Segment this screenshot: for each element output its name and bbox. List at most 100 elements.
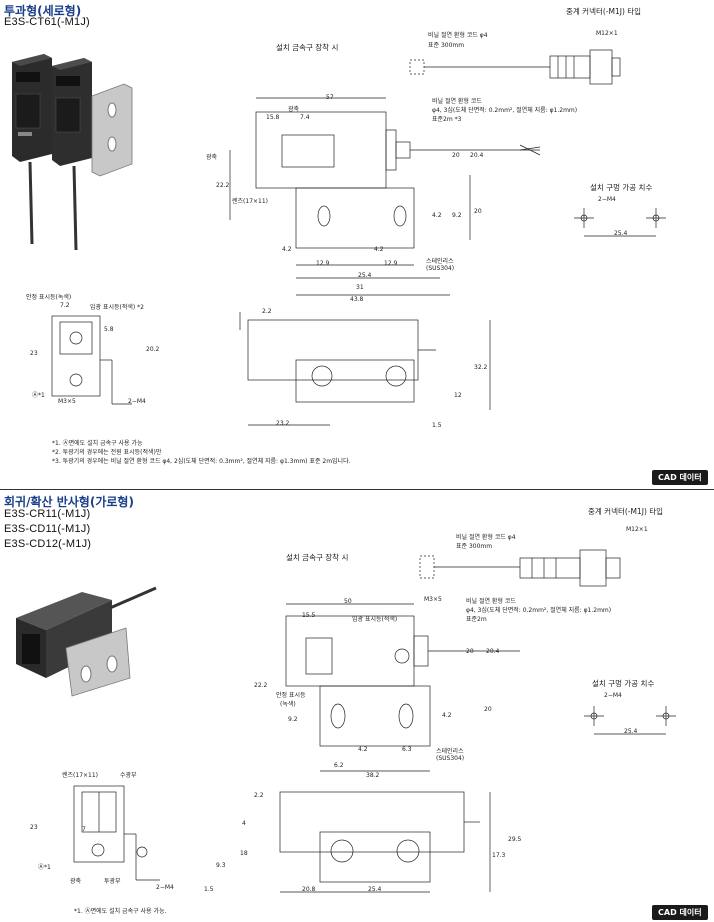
s1-front-view xyxy=(51,315,132,405)
s1-optical-axis2: 광축 xyxy=(206,154,218,161)
s1-mount-hole-title: 설치 구멍 가공 치수 xyxy=(590,183,653,192)
s1-dim: 20 xyxy=(452,152,460,159)
s1-dim: 32.2 xyxy=(474,364,488,371)
s2-cord-spec: φ4, 3심(도체 단면적: 0.2mm², 절연체 지름: φ1.2mm) xyxy=(466,607,612,614)
s2-dim: 6.3 xyxy=(402,746,412,753)
s1-note-3: *3. 투광기의 경우에는 비닐 절연 환형 코드 φ4, 2심(도체 단면적:… xyxy=(52,458,351,465)
s1-stability-ind: 안정 표시등(녹색) xyxy=(26,294,72,301)
s2-connector-drawing xyxy=(419,549,621,587)
s2-dim: 20 xyxy=(466,648,474,655)
s2-stainless: 스테인리스 xyxy=(436,748,464,755)
s1-cad-button[interactable]: CAD 데이터 xyxy=(652,470,708,485)
s2-dim: 22.2 xyxy=(254,682,268,689)
s1-cable-std: 표준 300mm xyxy=(428,42,465,49)
s2-dim: 25.4 xyxy=(368,886,382,893)
s2-dim: 50 xyxy=(344,598,352,605)
s2-stability-ind: 안정 표시등 xyxy=(276,692,306,699)
s2-hole-m4: 2−M4 xyxy=(604,692,622,699)
s2-dim: 7 xyxy=(82,826,86,833)
s2-dim: 6.2 xyxy=(334,762,344,769)
s2-dim: 4 xyxy=(242,820,246,827)
section1-title: 투과형(세로형) xyxy=(4,4,82,18)
section-divider xyxy=(0,489,714,490)
s2-m12: M12×1 xyxy=(626,526,648,533)
s2-mount-hole-drawing xyxy=(584,706,676,735)
s1-bracket-title: 설치 금속구 장착 시 xyxy=(276,43,339,52)
s2-dim: 2.2 xyxy=(254,792,264,799)
s2-dim: 17.3 xyxy=(492,852,506,859)
s2-sus: (SUS304) xyxy=(436,755,465,762)
s1-cord-spec: φ4, 3심(도체 단면적: 0.2mm², 절연체 지름: φ1.2mm) xyxy=(432,107,578,114)
s1-mount-hole-drawing xyxy=(574,208,666,237)
s2-front-view xyxy=(73,785,160,881)
s2-connector-title: 중계 커넥터(-M1J) 타입 xyxy=(588,507,664,516)
s1-m12: M12×1 xyxy=(596,30,618,37)
s2-cord-desc: 비닐 절연 환형 코드 xyxy=(466,598,516,605)
s1-hole-dim: 25.4 xyxy=(614,230,628,237)
s2-emitter: 투광부 xyxy=(104,878,121,885)
s1-m4: 2−M4 xyxy=(128,398,146,405)
s1-note-1: *1. Ⓐ면에도 설치 금속구 사용 가능 xyxy=(52,440,143,447)
section2-model-1: E3S-CR11(-M1J) xyxy=(4,508,91,520)
s1-optical-axis: 광축 xyxy=(288,106,300,113)
s1-stainless: 스테인리스 xyxy=(426,258,454,265)
s2-dim: 18 xyxy=(240,850,248,857)
s2-hole-dim: 25.4 xyxy=(624,728,638,735)
s2-dim: 20 xyxy=(484,706,492,713)
s2-dim: 20.4 xyxy=(486,648,500,655)
section2-model-3: E3S-CD12(-M1J) xyxy=(4,538,92,550)
s1-incident-ind: 입광 표시등(적색) *2 xyxy=(90,304,144,311)
s1-bracket-drawing xyxy=(229,97,541,426)
s1-lens: 렌즈(17×11) xyxy=(232,198,269,205)
s2-dim: 20.8 xyxy=(302,886,316,893)
s2-cad-button[interactable]: CAD 데이터 xyxy=(652,905,708,920)
s2-note-1: *1. Ⓐ면에도 설치 금속구 사용 가능. xyxy=(74,908,167,915)
s2-lens: 렌즈(17×11) xyxy=(62,772,99,779)
s2-bracket-drawing xyxy=(279,603,520,893)
s1-dim: 57 xyxy=(326,94,334,101)
s2-mount-hole-title: 설치 구멍 가공 치수 xyxy=(592,679,655,688)
s1-note-2: *2. 투광기의 경우에는 전원 표시등(적색)만 xyxy=(52,449,162,456)
s1-dim: 12.9 xyxy=(384,260,398,267)
s1-product-photo xyxy=(12,54,133,251)
s2-stability-color: (녹색) xyxy=(280,701,296,708)
s2-a1: Ⓐ*1 xyxy=(38,864,51,871)
s2-dim: 9.3 xyxy=(216,862,226,869)
s2-m3x5: M3×5 xyxy=(424,596,442,603)
s1-dim: 4.2 xyxy=(282,246,292,253)
s2-cord-std: 표준2m xyxy=(466,616,487,623)
s1-dim: 22.2 xyxy=(216,182,230,189)
s1-connector-title: 중계 커넥터(-M1J) 타입 xyxy=(566,7,642,16)
s1-cable-vinyl: 비닐 절연 환형 코드 φ4 xyxy=(428,32,488,39)
s1-dim: 23 xyxy=(30,350,38,357)
s1-dim: 2.2 xyxy=(262,308,272,315)
s1-dim: 1.5 xyxy=(432,422,442,429)
s1-dim: 12.9 xyxy=(316,260,330,267)
s2-receiver: 수광부 xyxy=(120,772,137,779)
s1-dim: 20.4 xyxy=(470,152,484,159)
s1-sus: (SUS304) xyxy=(426,265,455,272)
s1-cord-desc: 비닐 절연 환형 코드 xyxy=(432,98,482,105)
s1-a1: Ⓐ*1 xyxy=(32,392,45,399)
s1-dim: 7.2 xyxy=(60,302,70,309)
s1-dim: 43.8 xyxy=(350,296,364,303)
s1-connector-drawing xyxy=(409,49,621,85)
s1-m3x5: M3×5 xyxy=(58,398,76,405)
section2-model-2: E3S-CD11(-M1J) xyxy=(4,523,91,535)
s1-cord-std: 표준2m *3 xyxy=(432,116,462,123)
s2-cable-vinyl: 비닐 절연 환형 코드 φ4 xyxy=(456,534,516,541)
section2-title: 회귀/확산 반사형(가로형) xyxy=(4,495,134,509)
s2-dim: 4.2 xyxy=(358,746,368,753)
s2-bracket-title: 설치 금속구 장착 시 xyxy=(286,553,349,562)
section1-model: E3S-CT61(-M1J) xyxy=(4,16,90,28)
s2-dim: 29.5 xyxy=(508,836,522,843)
s2-product-photo xyxy=(16,586,157,697)
s1-dim: 23.2 xyxy=(276,420,290,427)
s1-dim: 4.2 xyxy=(432,212,442,219)
s2-m4: 2−M4 xyxy=(156,884,174,891)
s1-dim: 5.8 xyxy=(104,326,114,333)
s1-dim: 7.4 xyxy=(300,114,310,121)
s2-dim: 38.2 xyxy=(366,772,380,779)
s1-dim: 4.2 xyxy=(374,246,384,253)
s1-dim: 9.2 xyxy=(452,212,462,219)
